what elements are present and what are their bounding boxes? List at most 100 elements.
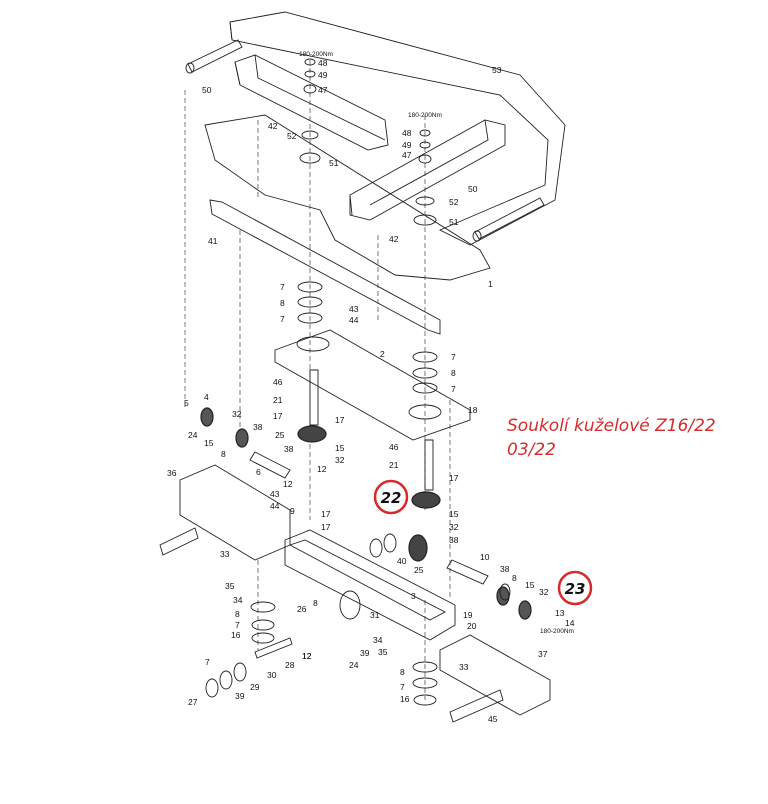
- frame-part-37: [439, 634, 551, 716]
- part-number-label: 32: [335, 455, 345, 465]
- part-number-label: 2: [380, 349, 385, 359]
- shaft-part-21-lower: [424, 439, 434, 491]
- torque-label-top-right: 180-200Nm: [408, 112, 442, 119]
- part-number-label: 44: [349, 315, 359, 325]
- part-number-label: 50: [202, 85, 212, 95]
- part-number-label: 7: [451, 384, 456, 394]
- part-number-label: 3: [411, 591, 416, 601]
- part-number-label: 46: [273, 377, 283, 387]
- highlight-circle-22: [373, 479, 409, 515]
- part-number-label: 12: [317, 464, 327, 474]
- part-number-label: 38: [449, 535, 459, 545]
- part-number-label: 15: [204, 438, 214, 448]
- cover-plate-part-53: [229, 11, 566, 246]
- gearbox-housing-part-3: [284, 529, 456, 641]
- angle-bar-part-41: [209, 199, 441, 335]
- part-number-label: 51: [329, 158, 339, 168]
- part-number-label: 17: [321, 509, 331, 519]
- part-number-label: 34: [233, 595, 243, 605]
- assembly-caption: Soukolí kuželové Z16/22 03/22: [507, 414, 716, 462]
- part-number-label: 28: [285, 660, 295, 670]
- part-number-label: 25: [414, 565, 424, 575]
- part-number-label: 47: [318, 85, 328, 95]
- part-number-label: 7: [235, 620, 240, 630]
- bevel-gear-part-25-upper: [297, 425, 327, 443]
- part-number-label: 53: [492, 65, 502, 75]
- part-number-label: 5: [184, 398, 189, 408]
- part-number-label: 36: [167, 468, 177, 478]
- part-number-label: 34: [373, 635, 383, 645]
- gear-plate-part-2: [274, 329, 471, 441]
- part-number-label: 15: [335, 443, 345, 453]
- part-number-label: 49: [318, 70, 328, 80]
- bearing-rings: [296, 58, 442, 420]
- part-number-label: 51: [449, 217, 459, 227]
- part-number-label: 16: [231, 630, 241, 640]
- part-number-label: 32: [232, 409, 242, 419]
- part-number-label: 17: [449, 473, 459, 483]
- part-number-label: 8: [451, 368, 456, 378]
- torque-label-top-left: 180-200Nm: [299, 51, 333, 58]
- part-number-label: 32: [449, 522, 459, 532]
- part-number-label: 43: [270, 489, 280, 499]
- bearing-set-lower-right: [369, 533, 511, 706]
- frame-part-36: [179, 464, 291, 561]
- shaft-part-10: [446, 559, 489, 585]
- highlight-circle-23: [557, 570, 593, 606]
- torque-label-bottom-right: 180-200Nm: [540, 628, 574, 635]
- part-number-label: 45: [488, 714, 498, 724]
- part-number-label: 18: [468, 405, 478, 415]
- part-number-label: 7: [451, 352, 456, 362]
- part-number-label: 8: [313, 598, 318, 608]
- part-number-label: 14: [565, 618, 575, 628]
- part-number-label: 31: [370, 610, 380, 620]
- part-number-label: 35: [225, 581, 235, 591]
- part-number-label: 52: [449, 197, 459, 207]
- part-number-label: 16: [400, 694, 410, 704]
- part-number-label: 7: [280, 314, 285, 324]
- part-number-label: 12: [302, 651, 312, 661]
- part-number-label: 7: [205, 657, 210, 667]
- part-number-label: 26: [297, 604, 307, 614]
- part-number-label: 24: [349, 660, 359, 670]
- part-number-label: 12: [302, 651, 312, 661]
- part-number-label: 24: [188, 430, 198, 440]
- part-number-label: 12: [283, 479, 293, 489]
- part-number-label: 8: [512, 573, 517, 583]
- caption-title: Soukolí kuželové Z16/22: [507, 416, 716, 436]
- part-number-label: 9: [290, 506, 295, 516]
- shaft-part-21-upper: [309, 369, 319, 426]
- part-number-label: 27: [188, 697, 198, 707]
- shaft-part-6: [249, 451, 291, 479]
- beam-part-50-left: [234, 54, 389, 151]
- part-number-label: 38: [284, 444, 294, 454]
- part-number-label: 13: [555, 608, 565, 618]
- part-number-label: 15: [449, 509, 459, 519]
- part-number-label: 30: [267, 670, 277, 680]
- shaft-part-28: [254, 637, 293, 659]
- part-number-label: 42: [268, 121, 278, 131]
- part-number-label: 33: [220, 549, 230, 559]
- part-number-label: 6: [256, 467, 261, 477]
- part-number-label: 25: [275, 430, 285, 440]
- part-number-label: 10: [480, 552, 490, 562]
- part-number-label: 35: [378, 647, 388, 657]
- highlight-label-23: 23: [565, 580, 586, 598]
- bevel-gear-part-25-lower: [408, 491, 441, 562]
- part-number-label: 21: [389, 460, 399, 470]
- bearing-set-lower-left: [205, 601, 276, 698]
- part-number-label: 50: [468, 184, 478, 194]
- part-number-label: 4: [204, 392, 209, 402]
- gear-part-4: [200, 407, 532, 620]
- part-number-label: 1: [488, 279, 493, 289]
- part-number-label: 47: [402, 150, 412, 160]
- part-number-label: 38: [500, 564, 510, 574]
- part-number-label: 46: [389, 442, 399, 452]
- part-number-label: 7: [280, 282, 285, 292]
- part-number-label: 17: [273, 411, 283, 421]
- part-number-label: 21: [273, 395, 283, 405]
- part-number-label: 17: [335, 415, 345, 425]
- part-number-label: 19: [463, 610, 473, 620]
